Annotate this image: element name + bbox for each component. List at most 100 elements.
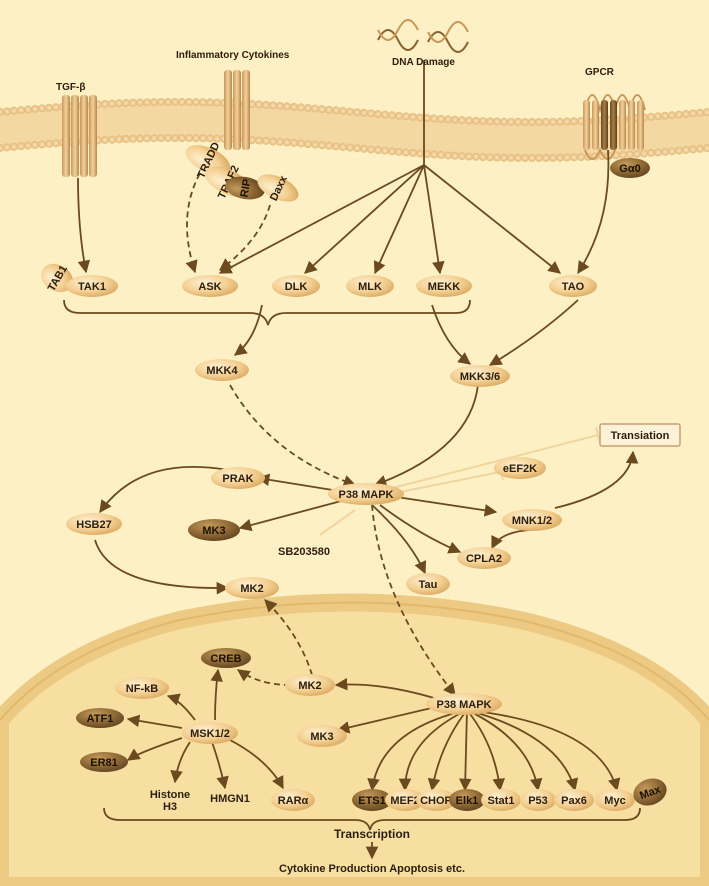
node-cpla2-label: CPLA2 [466, 553, 502, 565]
dna-strand-icon [377, 19, 469, 53]
node-tao-shape [549, 275, 597, 297]
cytokine-receptor [224, 70, 250, 150]
node-eef2k-shape [494, 457, 546, 479]
node-mnk-shape [502, 509, 562, 531]
gpcr-receptor [583, 94, 646, 160]
node-rip: RIP [225, 176, 265, 200]
node-tao: TAO [549, 275, 597, 297]
tgf-beta-label: TGF-β [56, 82, 85, 93]
node-tak1: TAK1 [66, 275, 118, 297]
node-p38: P38 MAPK [328, 483, 404, 505]
node-rar-label: RARα [278, 795, 309, 807]
node-cpla2: CPLA2 [457, 547, 511, 569]
node-hsb27-shape [66, 513, 122, 535]
node-elk1: Elk1 [449, 789, 485, 811]
node-p38n-label: P38 MAPK [436, 699, 491, 711]
node-ask: ASK [182, 275, 238, 297]
node-creb-shape [201, 648, 251, 668]
node-stat1-shape [481, 789, 521, 811]
node-ets1-label: ETS1 [358, 795, 386, 807]
node-mk2: MK2 [225, 577, 279, 599]
node-tab1-shape [40, 263, 74, 293]
node-rip-label: RIP [238, 178, 253, 198]
node-chop: CHOP [416, 789, 456, 811]
node-mk3n-label: MK3 [310, 731, 333, 743]
dna-damage-label: DNA Damage [392, 57, 455, 68]
node-creb: CREB [201, 648, 251, 668]
node-msk-shape [182, 722, 238, 744]
node-nfkb: NF-kB [115, 677, 169, 699]
tgf-beta-receptor [62, 95, 97, 177]
node-p53-label: P53 [528, 795, 548, 807]
node-p53: P53 [520, 789, 556, 811]
sb203580-label: SB203580 [278, 546, 330, 558]
node-mkk4-label: MKK4 [206, 365, 238, 377]
node-ask-label: ASK [198, 281, 221, 293]
node-p38-shape [328, 483, 404, 505]
node-p38n: P38 MAPK [426, 693, 502, 715]
node-mnk-label: MNK1/2 [512, 515, 552, 527]
node-hsb27: HSB27 [66, 513, 122, 535]
node-elk1-label: Elk1 [456, 795, 479, 807]
node-galpha-label: Gα0 [619, 163, 640, 175]
node-galpha-shape [610, 158, 650, 178]
node-mef2: MEF2 [385, 789, 425, 811]
node-dlk: DLK [272, 275, 320, 297]
transcription-label: Transcription [334, 827, 410, 841]
node-hsb27-label: HSB27 [76, 519, 111, 531]
outcome-label: Cytokine Production Apoptosis etc. [279, 863, 465, 875]
node-dlk-shape [272, 275, 320, 297]
node-mkk36-label: MKK3/6 [460, 371, 500, 383]
node-p38n-shape [426, 693, 502, 715]
node-prak: PRAK [211, 467, 265, 489]
node-rip-shape [225, 176, 265, 200]
node-chop-shape [416, 789, 456, 811]
node-daxx-shape [257, 174, 299, 202]
node-tau: Tau [406, 573, 450, 595]
node-ask-shape [182, 275, 238, 297]
node-creb-label: CREB [210, 653, 241, 665]
node-mnk: MNK1/2 [502, 509, 562, 531]
node-tau-label: Tau [419, 579, 438, 591]
node-er81: ER81 [80, 752, 128, 772]
node-atf1-shape [76, 708, 124, 728]
node-mkk4-shape [195, 359, 249, 381]
node-mk3n: MK3 [297, 725, 347, 747]
inflammatory-cytokines-label: Inflammatory Cytokines [176, 50, 290, 61]
node-mk2-shape [225, 577, 279, 599]
node-pax6: Pax6 [554, 789, 594, 811]
node-tao-label: TAO [562, 281, 585, 293]
translation-label: Transiation [611, 430, 670, 442]
node-rar-shape [271, 789, 315, 811]
node-pax6-label: Pax6 [561, 795, 587, 807]
node-p53-shape [520, 789, 556, 811]
node-mk3-shape [188, 519, 240, 541]
node-elk1-shape [449, 789, 485, 811]
node-max-shape [633, 778, 667, 806]
node-tab1: TAB1 [40, 263, 74, 294]
node-tak1-shape [66, 275, 118, 297]
node-mk3-label: MK3 [202, 525, 225, 537]
node-mkk4: MKK4 [195, 359, 249, 381]
node-mef2-shape [385, 789, 425, 811]
node-mk3: MK3 [188, 519, 240, 541]
node-myc-label: Myc [604, 795, 625, 807]
node-mlk: MLK [346, 275, 394, 297]
node-nfkb-shape [115, 677, 169, 699]
node-msk-label: MSK1/2 [190, 728, 230, 740]
node-mkk36-shape [450, 365, 510, 387]
node-mlk-label: MLK [358, 281, 382, 293]
hmgn1-label: HMGN1 [210, 793, 250, 805]
node-eef2k-label: eEF2K [503, 463, 537, 475]
node-eef2k: eEF2K [494, 457, 546, 479]
node-pax6-shape [554, 789, 594, 811]
node-ets1-shape [352, 789, 392, 811]
node-max: Max [633, 778, 667, 806]
node-mk2n: MK2 [285, 674, 335, 696]
node-myc-shape [595, 789, 635, 811]
node-mkk36: MKK3/6 [450, 365, 510, 387]
node-atf1: ATF1 [76, 708, 124, 728]
node-daxx: Daxx [257, 173, 299, 203]
node-er81-label: ER81 [90, 757, 118, 769]
